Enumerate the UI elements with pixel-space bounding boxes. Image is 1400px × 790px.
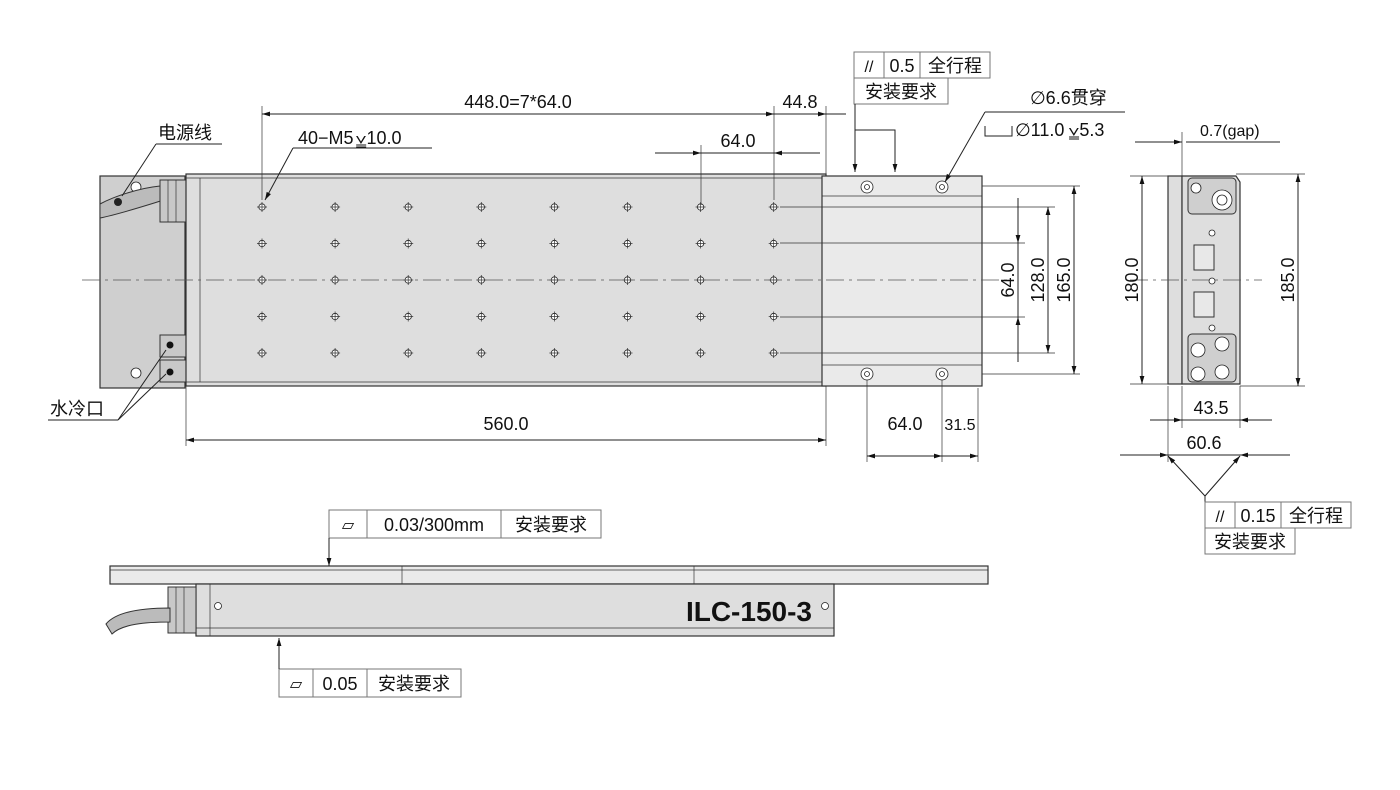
tapped-hole-grid [257,202,779,358]
front-top-plate [109,565,989,585]
svg-text://: // [865,59,874,76]
label-counterbore: ∅11.0⩣5.3 [1015,120,1104,140]
svg-text:0.15: 0.15 [1240,506,1275,526]
svg-text:安装要求: 安装要求 [515,515,587,536]
model-name: ILC-150-3 [686,596,812,627]
front-view: ILC-150-3 ▱ 0.03/300mm 安装要求 ▱ 0.05 安装要求 [105,509,989,698]
label-water-cooling: 水冷口 [50,399,104,420]
svg-text:安装要求: 安装要求 [865,82,937,103]
dim-hole-span-y: 64.0 [998,262,1018,297]
dim-stage-end: 31.5 [944,417,975,434]
label-through-hole: ∅6.6贯穿 [1030,88,1107,108]
dim-stage-pitch: 64.0 [887,414,922,434]
svg-text:0.03/300mm: 0.03/300mm [384,515,484,535]
side-view: 0.7(gap) 180.0 185.0 43.5 60.6 [1120,123,1352,555]
svg-text:安装要求: 安装要求 [1214,532,1286,553]
front-body [195,583,835,637]
svg-text:▱: ▱ [290,676,303,693]
tolerance-parallel-side: // 0.15 全行程 安装要求 [1204,501,1352,555]
top-view: 448.0=7*64.0 44.8 64.0 40−M5⩣10.0 电源线 水冷… [48,51,1125,462]
counterbore-holes [860,180,949,381]
tolerance-flatness-top: ▱ 0.03/300mm 安装要求 [326,509,602,566]
dim-side-60-6: 60.6 [1186,433,1221,453]
dim-width-165: 165.0 [1054,257,1074,302]
svg-text:0.5: 0.5 [889,56,914,76]
dim-length-total: 560.0 [483,414,528,434]
dim-gap: 0.7(gap) [1200,123,1260,140]
svg-text:▱: ▱ [342,517,355,534]
dim-pitch: 64.0 [720,131,755,151]
tolerance-parallel-top: // 0.5 全行程 安装要求 [852,51,991,172]
svg-text:全行程: 全行程 [928,56,982,77]
svg-text:0.05: 0.05 [322,674,357,694]
label-power-cable: 电源线 [158,123,212,144]
front-cable [105,607,171,635]
dim-offset-end: 44.8 [782,92,817,112]
dim-width-128: 128.0 [1028,257,1048,302]
cable-connector [159,179,189,223]
dim-pitch-total: 448.0=7*64.0 [464,92,572,112]
svg-text://: // [1216,509,1225,526]
dim-height-180: 180.0 [1122,257,1142,302]
tolerance-flatness-bottom: ▱ 0.05 安装要求 [276,638,462,698]
carriage-plate [821,175,983,387]
svg-text:全行程: 全行程 [1289,506,1343,527]
svg-text:安装要求: 安装要求 [378,674,450,695]
dim-side-43-5: 43.5 [1193,398,1228,418]
dim-height-185: 185.0 [1278,257,1298,302]
label-tapped-holes: 40−M5⩣10.0 [298,128,402,148]
